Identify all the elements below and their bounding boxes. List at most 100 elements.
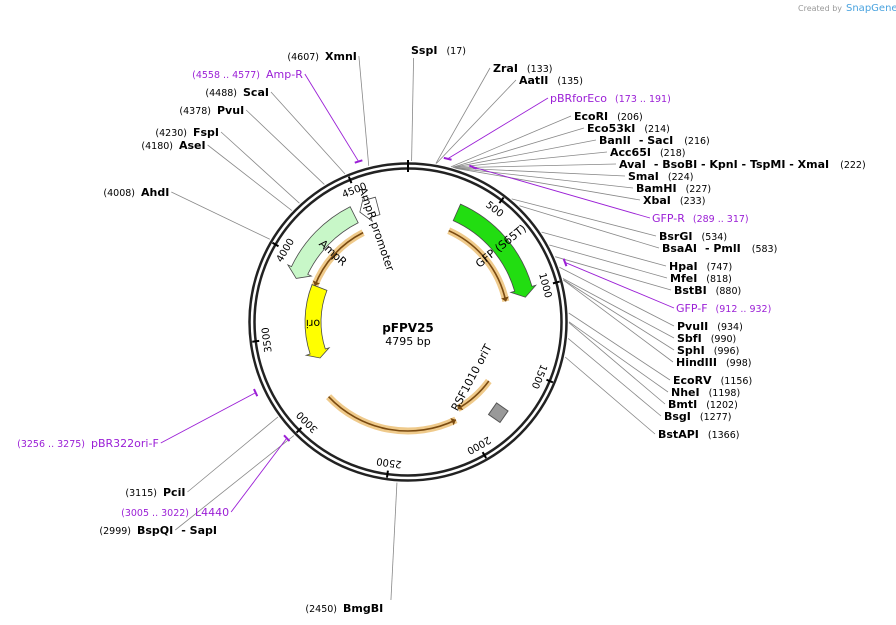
site-position: (4230): [155, 128, 187, 139]
restriction-site-bsgi[interactable]: BsgI(1277): [664, 410, 732, 423]
restriction-site-nhei[interactable]: NheI(1198): [671, 386, 740, 399]
orf-arrowhead: [450, 418, 456, 426]
orf-line: [448, 229, 507, 302]
restriction-site-sbfi[interactable]: SbfI(990): [677, 332, 736, 345]
restriction-site-pcii[interactable]: PciI(3115): [125, 486, 185, 499]
site-name: FspI: [193, 126, 219, 139]
primer-leader-line: [230, 437, 288, 513]
primer-binding-mark: [443, 156, 452, 161]
primer-name: Amp-R: [266, 68, 303, 81]
site-position: (3115): [125, 488, 157, 499]
site-name: AseI: [179, 139, 206, 152]
tick-mark: [552, 280, 560, 285]
restriction-site-eco53ki[interactable]: Eco53kI (214): [587, 122, 670, 135]
primer-range: (289 .. 317): [693, 214, 749, 225]
primer-binding-mark: [283, 434, 291, 442]
site-position: (1198): [709, 388, 741, 399]
restriction-site-bmti[interactable]: BmtI(1202): [668, 398, 738, 411]
restriction-site-acc65i[interactable]: Acc65I (218): [610, 146, 686, 159]
tick-label: 500: [483, 200, 505, 220]
site-position: (990): [711, 334, 737, 345]
site-leader-line: [450, 115, 572, 168]
site-position: (218): [660, 148, 686, 159]
restriction-site-hpai[interactable]: HpaI (747): [669, 260, 732, 273]
plasmid-length: 4795 bp: [385, 335, 430, 348]
site-position: (206): [617, 112, 643, 123]
restriction-site-asei[interactable]: AseI(4180): [141, 139, 205, 152]
restriction-site-pvui[interactable]: PvuI(4378): [179, 104, 244, 117]
restriction-site-xmni[interactable]: XmnI(4607): [287, 50, 356, 63]
site-name: XbaI: [643, 194, 671, 207]
site-leader-line: [454, 167, 626, 177]
primer-pbrforeco[interactable]: (173 .. 191)pBRforEco: [550, 92, 671, 105]
site-position: (214): [644, 124, 670, 135]
site-name: HpaI: [669, 260, 698, 273]
restriction-site-ecorv[interactable]: EcoRV(1156): [673, 374, 752, 387]
feature-arrow: [359, 195, 381, 223]
site-leader-line: [511, 198, 657, 237]
watermark: Created by SnapGene: [798, 3, 896, 14]
primer-gfp-r[interactable]: (289 .. 317)GFP-R: [652, 212, 749, 225]
feature-ori[interactable]: ori: [304, 284, 331, 359]
primer-pbr322ori-f[interactable]: (3256 .. 3275)pBR322ori-F: [17, 437, 159, 450]
site-position: (934): [717, 322, 743, 333]
restriction-site-pvuii[interactable]: PvuII(934): [677, 320, 743, 333]
site-name: BsgI: [664, 410, 691, 423]
tick-mark: [271, 241, 280, 248]
restriction-site-bmgbi[interactable]: BmgBI(2450): [305, 602, 383, 615]
tick-label: 1500: [529, 363, 549, 391]
primer-l4440[interactable]: (3005 .. 3022)L4440: [121, 506, 229, 519]
primer-range: (912 .. 932): [716, 304, 772, 315]
site-name: Acc65I: [610, 146, 651, 159]
site-name: PvuI: [217, 104, 244, 117]
site-leader-line: [567, 338, 662, 417]
site-name: EcoRV: [673, 374, 712, 387]
restriction-site-bamhi[interactable]: BamHI(227): [636, 182, 711, 195]
feature-box: [487, 402, 509, 424]
restriction-site-zrai[interactable]: ZraI(133): [493, 62, 552, 75]
restriction-site-bspqi[interactable]: BspQI- SapI(2999): [99, 524, 217, 537]
feature-rsf1010-orit[interactable]: RSF1010 oriT: [449, 342, 509, 424]
site-position: (747): [707, 262, 733, 273]
primer-amp-r[interactable]: (4558 .. 4577) Amp-R: [192, 68, 303, 81]
feature-ampr-promoter[interactable]: AmpR promoter: [356, 186, 397, 273]
restriction-site-ecori[interactable]: EcoRI(206): [574, 110, 643, 123]
feature-label: AmpR promoter: [356, 186, 397, 273]
site-name: HindIII: [676, 356, 717, 369]
restriction-site-hindiii[interactable]: HindIII(998): [676, 356, 752, 369]
restriction-site-bsaai[interactable]: BsaAI- PmlI(583): [662, 242, 777, 255]
site-position: (2450): [305, 604, 337, 615]
restriction-site-sphi[interactable]: SphI(996): [677, 344, 739, 357]
restriction-site-avai[interactable]: AvaI- BsoBI - KpnI - TspMI - XmaI(222): [619, 158, 866, 171]
site-name: Eco53kI: [587, 122, 635, 135]
restriction-site-scai[interactable]: ScaI(4488): [205, 86, 269, 99]
site-name: BsrGI: [659, 230, 692, 243]
orf-line: [314, 231, 364, 286]
restriction-site-aatii[interactable]: AatII(135): [519, 74, 583, 87]
restriction-site-banii[interactable]: BanII- SacI(216): [599, 134, 710, 147]
restriction-site-xbai[interactable]: XbaI(233): [643, 194, 705, 207]
orf-arrowhead: [501, 296, 509, 302]
site-leader-line: [562, 278, 675, 339]
site-isoschizomers: - BsoBI - KpnI - TspMI - XmaI: [654, 158, 829, 171]
primer-range: (4558 .. 4577): [192, 70, 260, 81]
site-position: (4607): [287, 52, 319, 63]
primer-binding-mark: [562, 258, 568, 267]
site-name: BamHI: [636, 182, 677, 195]
restriction-site-bstbi[interactable]: BstBI(880): [674, 284, 741, 297]
restriction-site-bsrgi[interactable]: BsrGI(534): [659, 230, 727, 243]
restriction-site-ahdi[interactable]: AhdI(4008): [103, 186, 169, 199]
restriction-site-mfei[interactable]: MfeI(818): [670, 272, 732, 285]
site-leader-line: [207, 144, 293, 211]
site-position: (224): [668, 172, 694, 183]
restriction-site-fspi[interactable]: FspI (4230): [155, 126, 219, 139]
site-leader-line: [187, 416, 279, 493]
site-position: (880): [716, 286, 742, 297]
plasmid-name: pFPV25: [382, 321, 434, 335]
primer-gfp-f[interactable]: (912 .. 932)GFP-F: [676, 302, 771, 315]
restriction-site-sspi[interactable]: SspI(17): [411, 44, 466, 57]
feature-gfp[interactable]: GFP (S65T): [452, 203, 538, 298]
restriction-site-bstapi[interactable]: BstAPI(1366): [658, 428, 739, 441]
site-name: AhdI: [141, 186, 169, 199]
restriction-site-smai[interactable]: SmaI(224): [628, 170, 693, 183]
